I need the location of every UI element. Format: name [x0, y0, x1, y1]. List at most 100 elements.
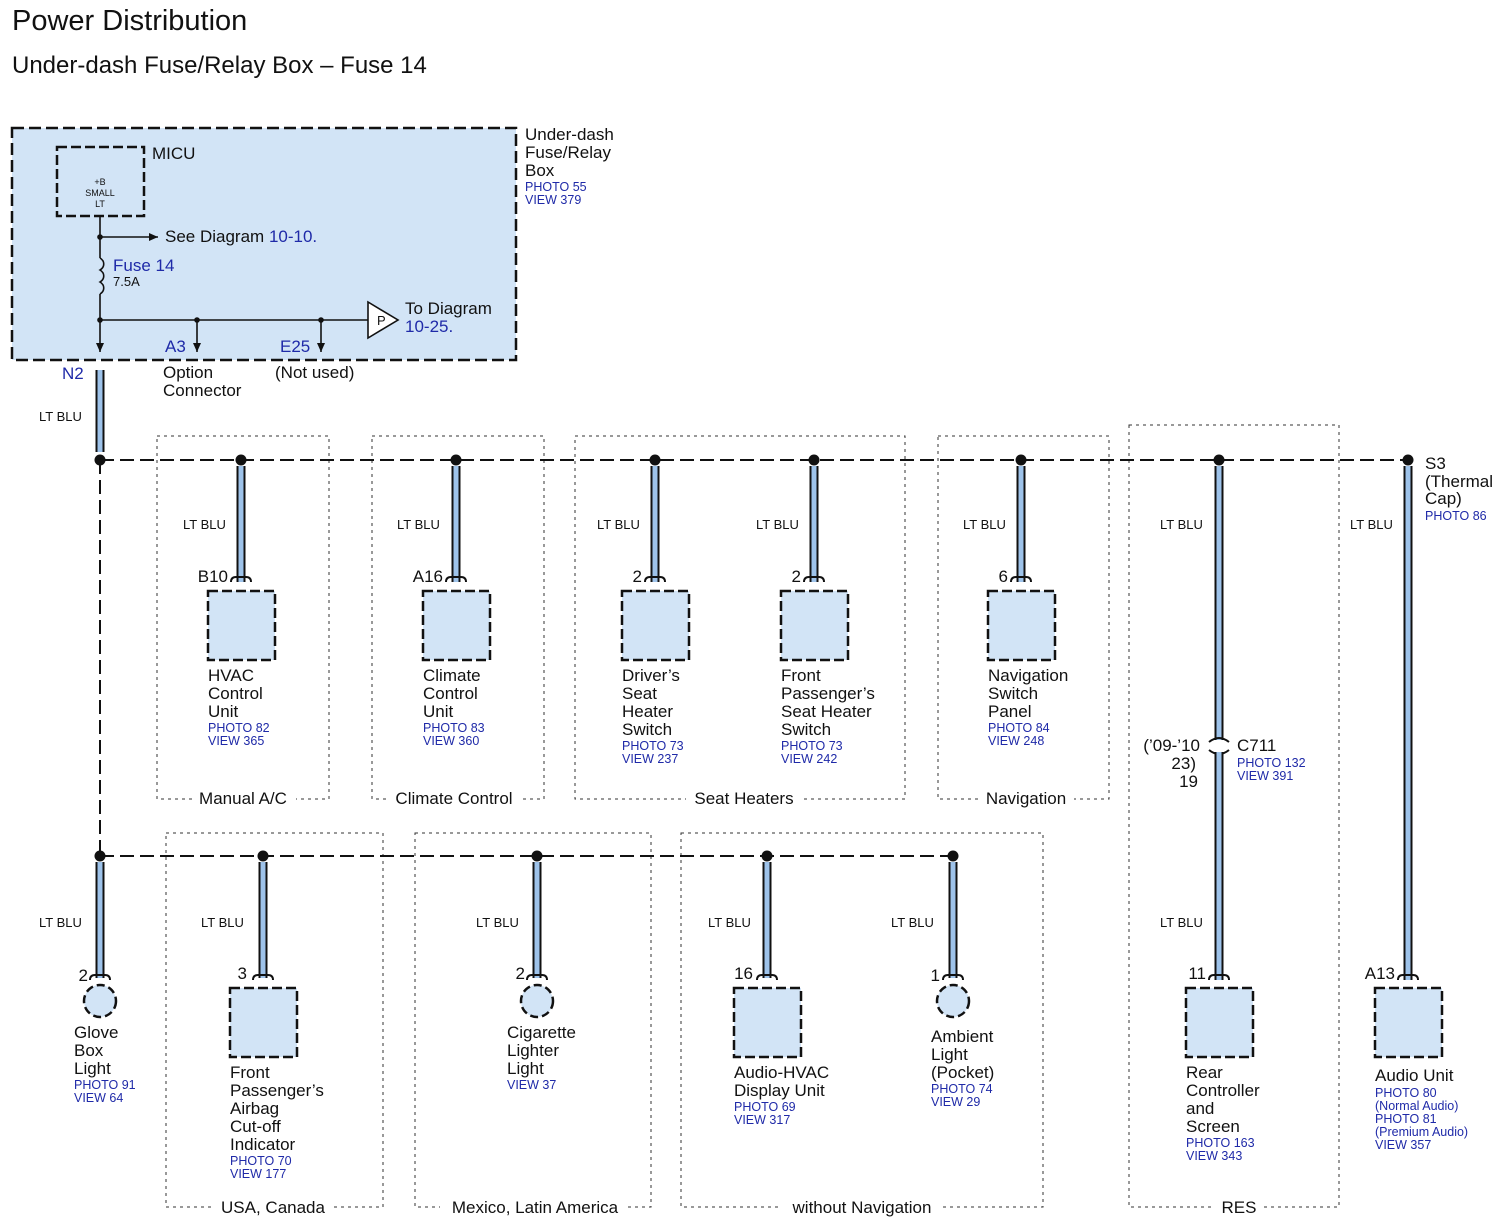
component-audio-hvac-display-unit: 16 Audio-HVAC Display Unit PHOTO 69 VIEW…	[732, 964, 829, 1127]
pin-label: 2	[516, 964, 525, 983]
wire-color-label: LT BLU	[39, 915, 82, 930]
component-audio-unit: A13 Audio Unit PHOTO 80 (Normal Audio) P…	[1365, 964, 1468, 1152]
component-name: Lighter	[507, 1041, 559, 1060]
ref-note: (Normal Audio)	[1375, 1099, 1458, 1113]
wire-color-label: LT BLU	[708, 915, 751, 930]
bulb-icon	[519, 983, 555, 1019]
group-usa-canada: USA, Canada	[221, 1198, 325, 1217]
wire-color-labels: LT BLU LT BLU LT BLU LT BLU LT BLU LT BL…	[39, 517, 1393, 930]
component-rear-controller-and-screen: 11 Rear Controller and Screen PHOTO 163 …	[1184, 964, 1260, 1163]
pin-label: 1	[931, 966, 940, 985]
group-navigation: Navigation	[986, 789, 1066, 808]
not-used-label: (Not used)	[275, 363, 354, 382]
photo-ref: PHOTO 83	[423, 721, 485, 735]
group-labels: Manual A/C Climate Control Seat Heaters …	[192, 787, 1264, 1218]
fuse-name: Fuse 14	[113, 256, 174, 275]
view-ref: VIEW 248	[988, 734, 1044, 748]
component-name: Switch	[781, 720, 831, 739]
bulb-icon	[935, 983, 971, 1019]
component-name: Passenger’s	[230, 1081, 324, 1100]
wire-color-label: LT BLU	[1160, 517, 1203, 532]
component-name: Control	[208, 684, 263, 703]
fusebox-label-2: Fuse/Relay	[525, 143, 611, 162]
pin-label: 6	[999, 567, 1008, 586]
component-name: Glove	[74, 1023, 118, 1042]
pin-label: B10	[198, 567, 228, 586]
micu-inner-3: LT	[95, 199, 105, 209]
view-ref: VIEW 343	[1186, 1149, 1242, 1163]
svg-text:See Diagram 10-10.: See Diagram 10-10.	[165, 227, 317, 246]
micu-inner-2: SMALL	[85, 188, 115, 198]
wire-passenger-seat	[803, 466, 825, 583]
wire-color-label: LT BLU	[476, 915, 519, 930]
wire-hvac	[230, 466, 252, 583]
wire-color-label: LT BLU	[756, 517, 799, 532]
component-name: Light	[74, 1059, 111, 1078]
pin-label: A13	[1365, 964, 1395, 983]
component-airbag-cutoff-indicator: 3 Front Passenger’s Airbag Cut-off Indic…	[228, 964, 324, 1181]
photo-ref: PHOTO 73	[781, 739, 843, 753]
component-name: Climate	[423, 666, 481, 685]
group-seat-heaters: Seat Heaters	[694, 789, 793, 808]
view-ref: VIEW 29	[931, 1095, 980, 1109]
view-ref: VIEW 357	[1375, 1138, 1431, 1152]
wire-color-label: LT BLU	[891, 915, 934, 930]
component-name: Box	[74, 1041, 104, 1060]
component-name: Light	[931, 1045, 968, 1064]
component-name: Panel	[988, 702, 1031, 721]
fuse-relay-box: Under-dash Fuse/Relay Box PHOTO 55 VIEW …	[10, 125, 614, 362]
group-res: RES	[1222, 1198, 1257, 1217]
photo-ref: PHOTO 81	[1375, 1112, 1437, 1126]
component-name: Light	[507, 1059, 544, 1078]
component-name: Front	[230, 1063, 270, 1082]
component-navigation-switch-panel: 6 Navigation Switch Panel PHOTO 84 VIEW …	[986, 567, 1068, 748]
option-connector-1: Option	[163, 363, 213, 382]
micu-block: +B SMALL LT	[55, 145, 146, 218]
splice-s3-label-2: Cap)	[1425, 489, 1462, 508]
wire-climate	[445, 466, 467, 583]
component-name: Seat Heater	[781, 702, 872, 721]
component-name: Cigarette	[507, 1023, 576, 1042]
component-name: HVAC	[208, 666, 254, 685]
fuse-rating: 7.5A	[113, 274, 140, 289]
view-ref: VIEW 317	[734, 1113, 790, 1127]
to-diagram-link[interactable]: 10-25.	[405, 317, 453, 336]
component-climate-control-unit: A16 Climate Control Unit PHOTO 83 VIEW 3…	[413, 567, 492, 748]
option-connector-2: Connector	[163, 381, 242, 400]
component-name: Rear	[1186, 1063, 1223, 1082]
photo-ref: PHOTO 69	[734, 1100, 796, 1114]
pin-label: 16	[734, 964, 753, 983]
terminal-n2: N2	[62, 364, 84, 383]
component-name: Airbag	[230, 1099, 279, 1118]
wire-color-label: LT BLU	[597, 517, 640, 532]
component-name: Unit	[208, 702, 239, 721]
component-name: Audio-HVAC	[734, 1063, 829, 1082]
view-ref: VIEW 37	[507, 1078, 556, 1092]
to-diagram-text: To Diagram	[405, 299, 492, 318]
component-name: Indicator	[230, 1135, 296, 1154]
ref-note: (Premium Audio)	[1375, 1125, 1468, 1139]
photo-ref: PHOTO 80	[1375, 1086, 1437, 1100]
component-glove-box-light: 2 Glove Box Light PHOTO 91 VIEW 64	[74, 966, 136, 1105]
page-title: Power Distribution	[12, 5, 247, 37]
component-name: Unit	[423, 702, 454, 721]
wire-color-label: LT BLU	[963, 517, 1006, 532]
pin-label: 2	[633, 567, 642, 586]
connector-note-2: 23)	[1171, 754, 1196, 773]
component-name: Driver’s	[622, 666, 680, 685]
fusebox-label-1: Under-dash	[525, 125, 614, 144]
see-diagram-link[interactable]: 10-10.	[269, 227, 317, 246]
fusebox-photo-ref: PHOTO 55	[525, 180, 587, 194]
component-drivers-seat-heater-switch: 2 Driver’s Seat Heater Switch PHOTO 73 V…	[620, 567, 691, 766]
view-ref: VIEW 360	[423, 734, 479, 748]
see-diagram-text: See Diagram	[165, 227, 269, 246]
group-climate-control: Climate Control	[395, 789, 512, 808]
connector-c711: C711	[1237, 736, 1276, 755]
view-ref: VIEW 64	[74, 1091, 123, 1105]
photo-ref: PHOTO 91	[74, 1078, 136, 1092]
view-ref: VIEW 237	[622, 752, 678, 766]
wire-color-label: LT BLU	[1350, 517, 1393, 532]
wire-glove-box	[89, 862, 111, 981]
wire-color-label: LT BLU	[397, 517, 440, 532]
fusebox-view-ref: VIEW 379	[525, 193, 581, 207]
